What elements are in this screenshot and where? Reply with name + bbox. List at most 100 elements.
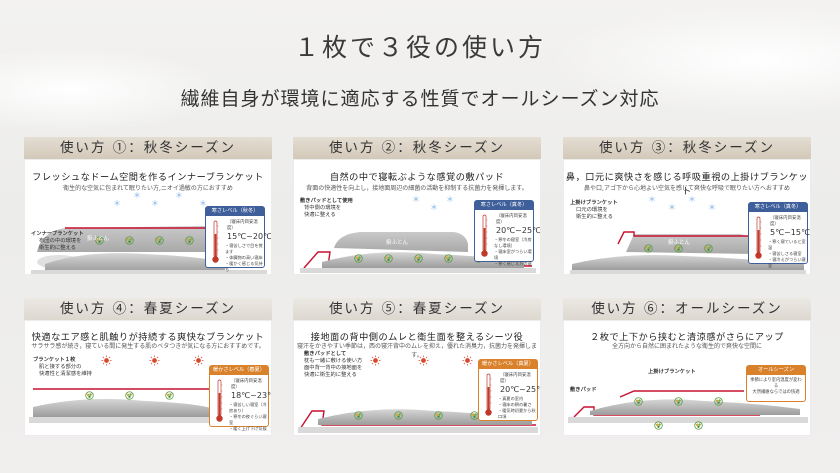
mattress-shape: [568, 417, 808, 423]
sleeper-shape: [572, 255, 804, 270]
layer-label-sub: 口元の環境を 衛生的に整える: [576, 207, 613, 221]
temperature-box-sub: （寝床内目安温度）: [227, 220, 258, 231]
usage-panel-5: 使い方 ⑤：春夏シーズン 接地面の背中側のムレと衛生面を整えるシーツ役 寝汗をか…: [293, 298, 541, 436]
layer-label-sub: 枕も一緒に敷ける使い方 面中背一背中の接地面を 快適に衛生的に整える: [304, 358, 363, 379]
layer-label: 敷きパッドとして使用: [300, 198, 353, 204]
condition-item: ・寝苦しさる寝室: [768, 251, 802, 257]
thermometer-icon: [755, 216, 762, 260]
snowflake-icon: ＊: [133, 192, 141, 200]
panel-heading: 鼻，口元に爽快さを感じる呼吸重視の上掛けブランケット: [565, 172, 809, 197]
layer-label: 上掛けブランケット: [570, 200, 618, 206]
condition-item: ・寒冬の寝室（冷房なし環境）: [494, 237, 532, 249]
condition-item: ・寝床室がつらい環境: [494, 249, 532, 261]
condition-item: ・暖気時初夏から秋口頃: [498, 408, 536, 420]
top-layer-label: 上掛けブランケット: [648, 369, 696, 375]
usage-panel-3: 使い方 ③：秋冬シーズン 鼻，口元に爽快さを感じる呼吸重視の上掛けブランケット …: [563, 137, 811, 275]
panel-body: 鼻，口元に爽快さを感じる呼吸重視の上掛けブランケット 鼻や口,アゴ下から心地よい…: [563, 159, 811, 275]
sleep-diagram: ＊ ＊ ＊ ＊ ＊: [31, 192, 267, 274]
snowflake-icon: ＊: [708, 203, 716, 212]
sleeper-shape: [590, 399, 800, 415]
panel-heading: フレッシュなドーム空間を作るインナーブランケット: [32, 172, 264, 183]
condition-item: ・暖かく感じる気持ち: [225, 261, 263, 273]
temperature-range: 20℃~25℃: [500, 385, 541, 394]
snowflake-icon: ＊: [151, 199, 159, 208]
temperature-box: 寒さレベル（真冬） （寝床内目安温度） 20℃~25℃ ・寒冬の寝室（冷房なし環…: [474, 200, 541, 266]
thermometer-icon: [481, 214, 488, 258]
condition-item: ・寝冷えがつらい寝室: [768, 257, 806, 269]
panel-description: 寝汗をかきやすい季節は，西の寝汗背中のムレを抑え，優れた消臭力，抗菌力を発揮しま…: [296, 343, 537, 359]
temperature-range: 5℃~15℃: [770, 228, 810, 237]
sleeper-shape: [45, 253, 225, 272]
panel-description: サラサラ感が続き，寝ている間に発生する肌のベタつきが気になる方におすすめです。: [31, 343, 265, 350]
condition-item: ・暖く上げ下げ気候: [229, 426, 267, 432]
sun-icon: [418, 355, 429, 366]
temperature-box-sub: （寝床内目安温度）: [770, 216, 801, 227]
temperature-box-sub: （寝床内目安温度）: [496, 214, 527, 225]
blanket-line: [619, 390, 744, 398]
futon-label: 掛ふとん: [386, 240, 409, 246]
panel-header: 使い方 ⑤：春夏シーズン: [293, 298, 541, 320]
usage-panel-4: 使い方 ④：春夏シーズン 快適なエア感と肌触りが持続する爽快なブランケット サラ…: [24, 298, 272, 436]
mattress-shape: [570, 270, 806, 274]
condition-item: ・寒く寝ていると室温: [768, 239, 806, 251]
layer-label-sub: 背中側の環境を 快適に整える: [304, 205, 342, 219]
leaf-icon: [85, 391, 94, 400]
temperature-range: 18℃~23℃: [231, 391, 272, 400]
sun-icon: [462, 355, 473, 366]
panel-header: 使い方 ④：春夏シーズン: [24, 298, 272, 320]
mattress-shape: [300, 268, 536, 273]
sleep-diagram: [298, 355, 538, 433]
season-box-desc: 季節により室内温度が変わる 大然繊維ならではの快適: [750, 378, 802, 396]
snowflake-icon: ＊: [412, 195, 420, 204]
temperature-box-title: 暖かさレベル（春夏）: [210, 366, 268, 375]
temperature-box: 寒さレベル（秋冬） （寝床内目安温度） 15℃~20℃ ・寝苦しさで目を覚ます …: [205, 206, 272, 272]
condition-item: ・寒く感じる方の寝: [494, 261, 532, 267]
thermometer-icon: [212, 220, 219, 264]
panel-body: 接地面の背中側のムレと衛生面を整えるシーツ役 寝汗をかきやすい季節は，西の寝汗背…: [293, 320, 541, 436]
snowflake-icon: ＊: [199, 199, 207, 208]
snowflake-icon: ＊: [668, 203, 676, 212]
condition-item: ・寒冬の夜ぐらい寝室: [229, 414, 267, 426]
panel-header: 使い方 ①：秋冬シーズン: [24, 137, 272, 159]
temperature-box: 暖かさレベル（春夏） （寝床内目安温度） 18℃~23℃ ・寝苦しい寝室（冷房あ…: [209, 365, 272, 431]
panel-heading: 接地面の背中側のムレと衛生面を整えるシーツ役: [310, 332, 524, 343]
usage-panel-2: 使い方 ②：秋冬シーズン 自然の中で寝転ぶような感覚の敷パッド 背面の快適性を向…: [293, 137, 541, 275]
sun-icon: [149, 355, 160, 366]
futon-label: 掛ふとん: [668, 240, 691, 246]
sun-icon: [193, 355, 204, 366]
panel-header: 使い方 ③：秋冬シーズン: [563, 137, 811, 159]
snowflake-icon: ＊: [430, 203, 438, 212]
page-subtitle: 繊維自身が環境に適応する性質でオールシーズン対応: [180, 88, 660, 110]
panel-body: 自然の中で寝転ぶような感覚の敷パッド 背面の快適性を向上し，接地面周辺の細菌の活…: [293, 159, 541, 275]
panel-body: フレッシュなドーム空間を作るインナーブランケット 衛生的な空気に包まれて眠りたい…: [24, 159, 272, 275]
temperature-box-title: 寒さレベル（真冬）: [475, 201, 533, 210]
mattress-shape: [31, 270, 267, 274]
page-title: １枚で３役の使い方: [293, 33, 546, 62]
temperature-box-sub: （寝床内目安温度）: [231, 379, 262, 390]
panel-description: 衛生的な空気に包まれて眠りたい方,ニオイ過敏の方におすすめ: [63, 185, 233, 192]
snowflake-icon: ＊: [175, 192, 183, 200]
layer-label: 敷きパッドとして: [304, 351, 347, 357]
sun-icon: [101, 355, 112, 366]
layer-label-sub: 肌と接する部分の 快適性と清潔感を維持: [39, 364, 92, 378]
bottom-layer-label: 敷きパッド: [570, 387, 597, 393]
panel-description: 全方向から自然に囲まれたような衛生的で爽快な空間に: [611, 343, 762, 350]
leaf-icon: [125, 391, 134, 400]
futon-shape: [626, 234, 754, 254]
mattress-shape: [298, 427, 538, 433]
sleep-diagram: [29, 355, 269, 423]
temperature-box-title: 寒さレベル（真冬）: [749, 203, 807, 212]
condition-item: ・寝床の朝の暑さ: [498, 402, 532, 408]
layer-label: インナーブランケット: [31, 231, 84, 237]
snowflake-icon: ＊: [446, 195, 454, 204]
condition-item: ・寝苦しい寝室（冷房あり）: [229, 402, 267, 414]
thermometer-icon: [485, 373, 492, 417]
temperature-range: 15℃~20℃: [227, 232, 272, 241]
panel-header: 使い方 ②：秋冬シーズン: [293, 137, 541, 159]
temperature-range: 20℃~25℃: [496, 226, 541, 235]
snowflake-icon: ＊: [688, 195, 696, 204]
panel-body: ２枚で上下から挟むと清涼感がさらにアップ 全方向から自然に囲まれたような衛生的で…: [563, 320, 811, 436]
futon-label: 掛ふとん: [87, 236, 110, 242]
blanket-line: [617, 231, 748, 245]
temperature-box-sub: （寝床内目安温度）: [500, 373, 531, 384]
